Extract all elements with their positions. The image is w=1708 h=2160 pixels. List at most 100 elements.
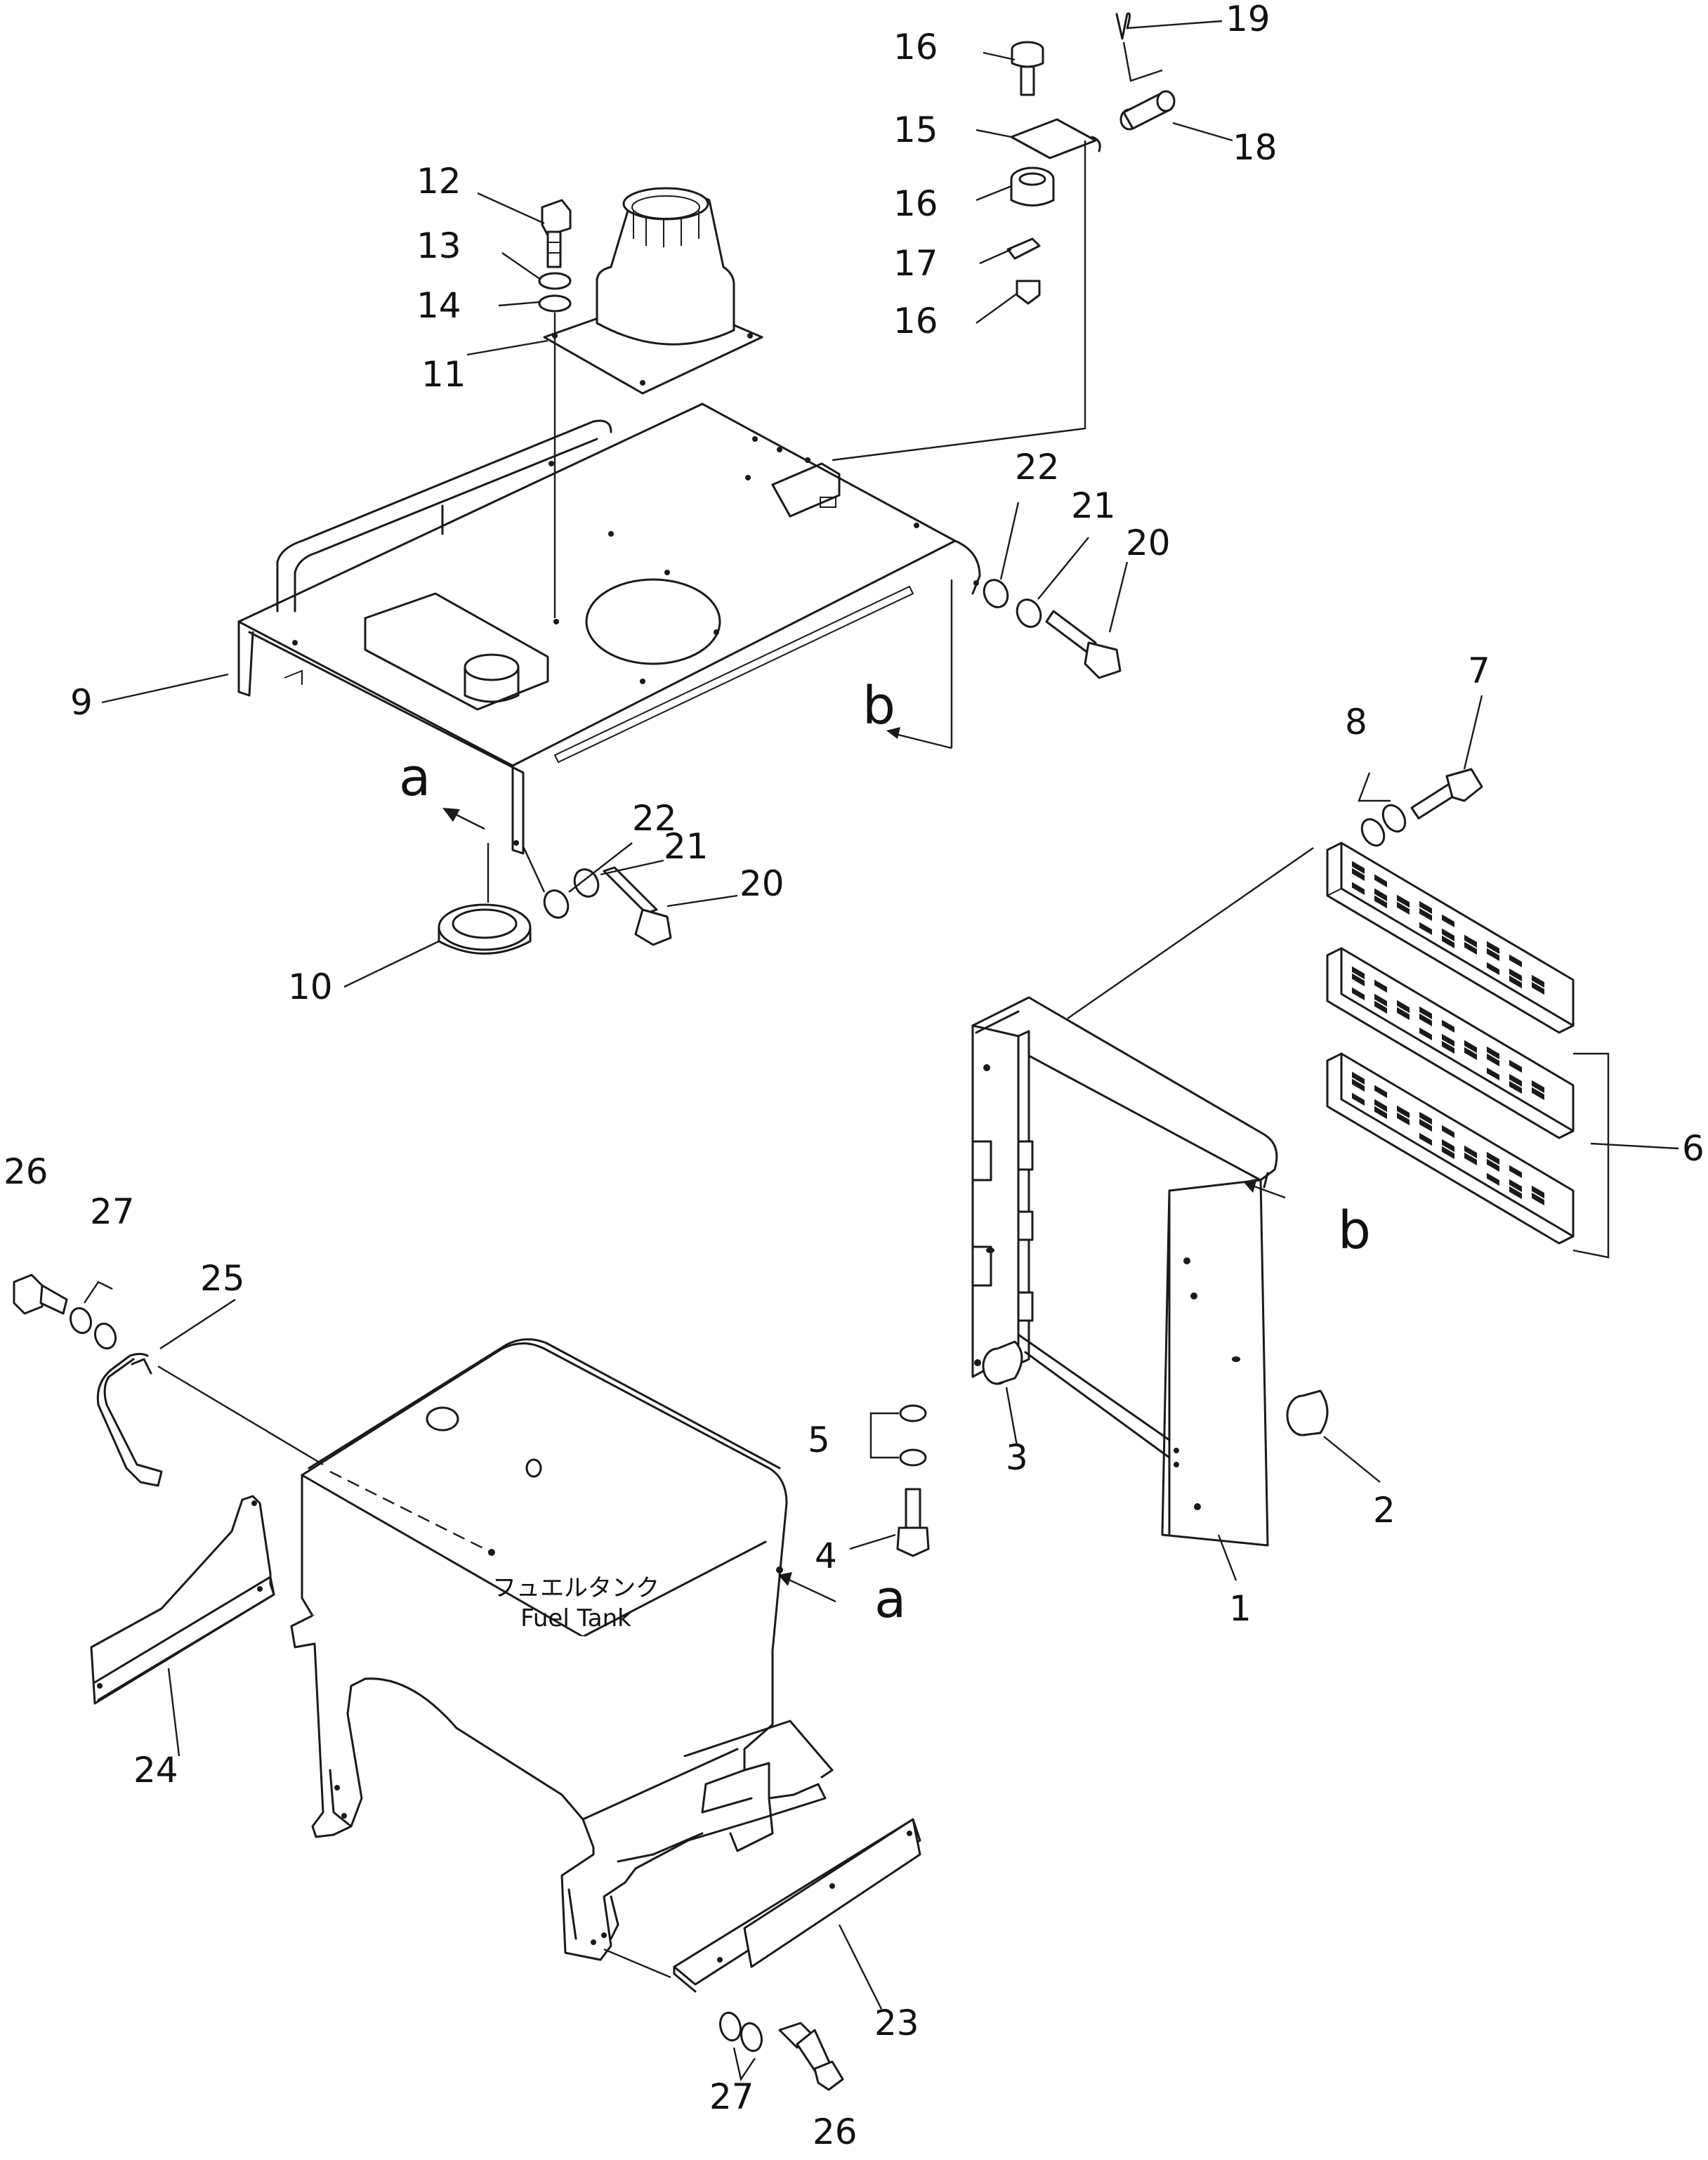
washer-part-22-lower (543, 889, 570, 919)
screen-slot (1352, 860, 1365, 875)
pin-part-16-top (1011, 41, 1044, 96)
screen-slot (1487, 941, 1499, 955)
fuel-tank-label-en: Fuel Tank (520, 1604, 631, 1632)
screen-slot (1509, 1179, 1522, 1193)
bolt-part-26-left (13, 1274, 68, 1315)
washer-part-8-left (1360, 818, 1386, 847)
screen-slot (1532, 1087, 1544, 1101)
screen-slot (1487, 1046, 1499, 1060)
callout-9: 9 (70, 682, 93, 723)
washer-part-5-upper (899, 1404, 927, 1422)
cap-part-10 (438, 903, 532, 955)
callout-27-left: 27 (90, 1191, 135, 1232)
washer-part-14 (538, 294, 572, 313)
bolt-part-20-upper (1045, 610, 1122, 679)
screen-slot (1374, 874, 1387, 888)
screen-slot (1509, 954, 1522, 968)
screen-slot (1509, 1073, 1522, 1087)
screen-slot (1464, 1040, 1477, 1054)
callout-24: 24 (133, 1750, 178, 1791)
callout-1: 1 (1229, 1588, 1252, 1629)
screen-slot (1419, 1006, 1432, 1020)
screen-slot (1374, 895, 1387, 909)
callout-26-bottom: 26 (813, 2112, 858, 2152)
callout-18: 18 (1233, 127, 1277, 168)
screen-slot (1374, 1085, 1387, 1099)
screen-slot (1374, 888, 1387, 902)
screen-slot (1532, 1185, 1544, 1199)
screen-perforations (1352, 860, 1544, 1206)
screen-slot (1487, 1158, 1499, 1172)
callout-26-left: 26 (4, 1151, 48, 1192)
callout-16-top: 16 (893, 27, 938, 67)
callout-27-bottom: 27 (709, 2076, 754, 2117)
screen-slot (1352, 966, 1365, 980)
view-marker-b-top: b (862, 676, 895, 736)
bracket-part-24 (90, 1495, 275, 1705)
callout-10: 10 (288, 967, 333, 1007)
screen-slot (1442, 1139, 1454, 1153)
guard-frame-part-1 (971, 996, 1278, 1547)
screen-slot (1487, 1151, 1499, 1165)
callout-3: 3 (1006, 1437, 1028, 1478)
cotter-pin-part-19 (1115, 12, 1131, 40)
screen-slot (1487, 1067, 1499, 1081)
washer-part-22-upper (983, 579, 1009, 608)
screen-slot (1509, 975, 1522, 989)
washer-part-5-lower (899, 1448, 927, 1467)
screen-slot (1509, 1165, 1522, 1179)
screen-slot (1442, 1040, 1454, 1054)
callout-17: 17 (893, 243, 938, 284)
screen-slot (1397, 1112, 1410, 1126)
screen-slot (1464, 941, 1477, 955)
bracket-part-15 (1010, 118, 1101, 159)
tank-support-frame (290, 1614, 834, 1961)
bolt-part-7 (1410, 768, 1483, 820)
washer-part-21-upper (1016, 598, 1042, 628)
screen-slot (1374, 1106, 1387, 1120)
washer-part-27-left-b (93, 1322, 117, 1350)
screen-slot (1509, 1080, 1522, 1094)
screen-slot (1442, 928, 1454, 942)
screen-slot (1487, 962, 1499, 976)
screen-slot (1464, 1152, 1477, 1166)
washer-part-21-lower (573, 868, 600, 898)
screen-slot (1374, 993, 1387, 1007)
screen-slot (1397, 901, 1410, 915)
screen-slot (1397, 1105, 1410, 1119)
washer-part-8-right (1381, 804, 1407, 833)
washer-part-27-bottom-a (719, 2011, 742, 2042)
screen-slot (1532, 974, 1544, 988)
callout-21-lower: 21 (664, 826, 709, 867)
fuel-tank-label: フュエルタンク Fuel Tank (471, 1573, 681, 1633)
screen-slot (1464, 1047, 1477, 1061)
view-marker-b-frame: b (1338, 1200, 1371, 1261)
callout-5: 5 (808, 1420, 830, 1460)
screen-slot (1352, 868, 1365, 882)
screen-slot (1419, 1027, 1432, 1041)
screen-slot (1352, 973, 1365, 987)
screen-slot (1374, 1099, 1387, 1113)
screen-slot (1397, 894, 1410, 908)
screen-slot (1464, 1145, 1477, 1159)
screen-slot (1419, 901, 1432, 915)
washer-part-13 (538, 272, 572, 290)
screen-slot (1419, 908, 1432, 922)
washer-part-27-bottom-b (740, 2022, 763, 2053)
clip-part-17 (1006, 237, 1041, 260)
callout-7: 7 (1468, 650, 1490, 691)
screen-slot (1487, 1172, 1499, 1186)
mount-part-2 (1286, 1389, 1329, 1436)
pin-part-18 (1119, 90, 1176, 131)
bolt-part-4 (896, 1488, 930, 1557)
bracket-part-23 (673, 1818, 921, 1993)
screen-slot (1397, 1000, 1410, 1014)
mount-part-3 (982, 1340, 1023, 1385)
screen-slot (1419, 1118, 1432, 1132)
screen-slot (1419, 1013, 1432, 1027)
screen-slot (1464, 934, 1477, 948)
view-marker-a-tank: a (874, 1569, 907, 1630)
top-cover-plate (237, 402, 981, 855)
washer-part-27-left-a (69, 1307, 93, 1335)
